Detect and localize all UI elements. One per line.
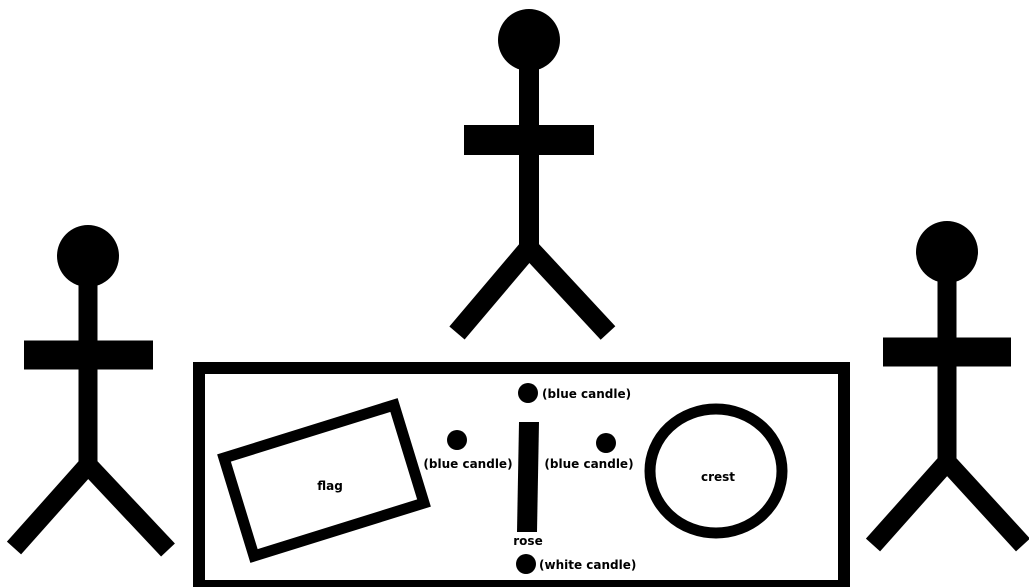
center-person-left-leg: [457, 248, 529, 333]
candle-top-label: (blue candle): [542, 387, 631, 401]
altar-table: flag crest rose (blue candle) (blue cand…: [199, 368, 844, 586]
right-person-left-leg: [873, 462, 947, 545]
center-person-right-leg: [529, 248, 608, 333]
candle-bottom-label: (white candle): [539, 558, 636, 572]
crest-label: crest: [701, 470, 735, 484]
left-person-left-leg: [14, 465, 88, 548]
rose-shape: [517, 422, 539, 532]
left-person-figure: [14, 225, 168, 550]
left-person-right-leg: [88, 465, 168, 550]
left-person-head: [57, 225, 119, 287]
candle-right-label: (blue candle): [544, 457, 633, 471]
right-person-head: [916, 221, 978, 283]
center-person-figure: [457, 9, 608, 333]
rose-label: rose: [513, 534, 542, 548]
center-person-head: [498, 9, 560, 71]
candle-right-dot: [596, 433, 616, 453]
right-person-right-leg: [947, 462, 1023, 545]
candle-left-dot: [447, 430, 467, 450]
right-person-figure: [873, 221, 1023, 545]
flag-label: flag: [317, 479, 343, 493]
candle-top-dot: [518, 383, 538, 403]
candle-left-label: (blue candle): [423, 457, 512, 471]
candle-bottom-dot: [516, 554, 536, 574]
